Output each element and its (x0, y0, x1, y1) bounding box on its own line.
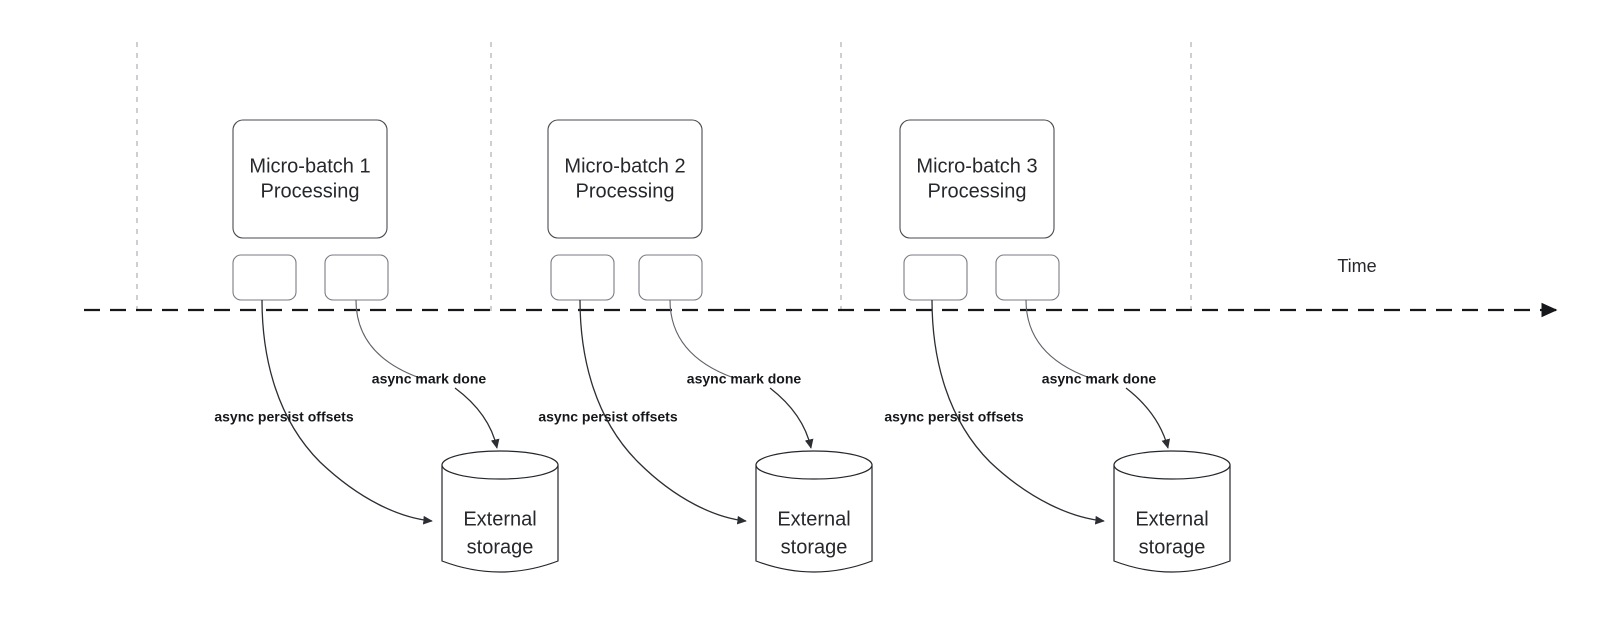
external-storage-3-label-line2: storage (1139, 536, 1206, 558)
edge-async-mark-done-1-upper (355, 299, 421, 379)
micro-batch-3-box[interactable] (899, 119, 1055, 239)
external-storage-2-top (755, 450, 873, 480)
external-storage-3-label-line1: External (1135, 508, 1208, 530)
micro-batch-3-label-line1: Micro-batch 3 (916, 155, 1037, 177)
edge-async-persist-offsets-3 (931, 299, 1105, 525)
persist-offsets-task-1[interactable] (232, 254, 297, 301)
time-axis-label: Time (1337, 256, 1376, 276)
edge-async-mark-done-2-upper (669, 299, 735, 379)
edge-async-mark-done-3-upper (1025, 299, 1091, 379)
tick-lines-group (136, 42, 1192, 312)
edge-async-persist-offsets-2 (579, 299, 747, 525)
edge-async-mark-done-1-lower (454, 387, 500, 449)
external-storage-1-label-line1: External (463, 508, 536, 530)
edge-async-mark-done-3-lower (1125, 387, 1171, 449)
mark-done-task-2[interactable] (638, 254, 703, 301)
micro-batch-1-label-line1: Micro-batch 1 (249, 155, 370, 177)
external-storage-1-top (441, 450, 559, 480)
external-storage-1-body (441, 464, 559, 573)
persist-offsets-task-3[interactable] (903, 254, 968, 301)
edge-label-async-persist-offsets-1: async persist offsets (214, 409, 353, 425)
micro-batch-group-2: Micro-batch 2 Processing External storag… (538, 119, 873, 573)
micro-batch-1-label-line2: Processing (261, 180, 360, 202)
edge-label-async-persist-offsets-3: async persist offsets (884, 409, 1023, 425)
micro-batch-1-box[interactable] (232, 119, 388, 239)
external-storage-2[interactable]: External storage (755, 450, 873, 573)
micro-batch-group-3: Micro-batch 3 Processing External storag… (884, 119, 1231, 573)
edge-async-mark-done-2-lower (769, 387, 814, 449)
mark-done-task-3[interactable] (995, 254, 1060, 301)
edge-label-async-persist-offsets-2: async persist offsets (538, 409, 677, 425)
edge-label-async-mark-done-1: async mark done (372, 371, 487, 387)
external-storage-3-top (1113, 450, 1231, 480)
micro-batch-2-box[interactable] (547, 119, 703, 239)
external-storage-3[interactable]: External storage (1113, 450, 1231, 573)
external-storage-2-label-line1: External (777, 508, 850, 530)
mark-done-task-1[interactable] (324, 254, 389, 301)
micro-batch-2-label-line2: Processing (576, 180, 675, 202)
external-storage-3-body (1113, 464, 1231, 573)
edge-label-async-mark-done-3: async mark done (1042, 371, 1157, 387)
micro-batch-3-label-line2: Processing (928, 180, 1027, 202)
micro-batch-2-label-line1: Micro-batch 2 (564, 155, 685, 177)
edge-async-persist-offsets-1 (261, 299, 433, 525)
edge-label-async-mark-done-2: async mark done (687, 371, 802, 387)
external-storage-1[interactable]: External storage (441, 450, 559, 573)
persist-offsets-task-2[interactable] (550, 254, 615, 301)
external-storage-2-label-line2: storage (781, 536, 848, 558)
micro-batch-group-1: Micro-batch 1 Processing External storag… (214, 119, 559, 573)
time-axis-group: Time (84, 256, 1558, 318)
external-storage-1-label-line2: storage (467, 536, 534, 558)
external-storage-2-body (755, 464, 873, 573)
